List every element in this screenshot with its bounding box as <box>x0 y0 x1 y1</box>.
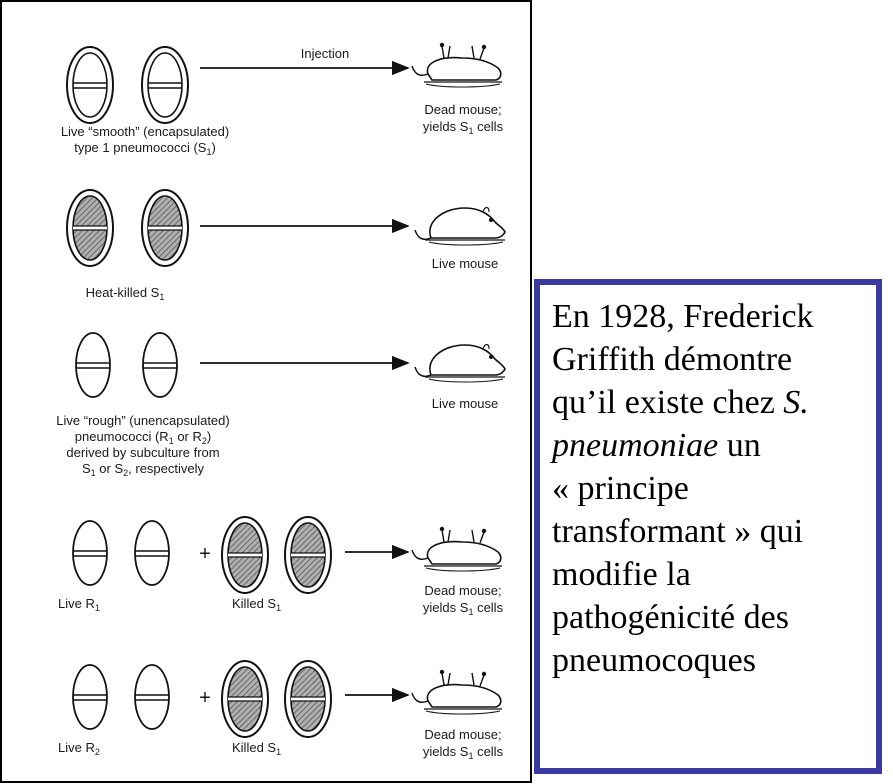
outcome-line: Live mouse <box>432 396 498 411</box>
caption-line: qu’il existe chez S. <box>552 381 868 424</box>
sample-label: type 1 pneumococci (S1) <box>74 140 216 157</box>
rough-cell <box>76 333 110 397</box>
outcome-line: Live mouse <box>432 256 498 271</box>
killed-cell <box>222 517 268 593</box>
rough-cell <box>135 521 169 585</box>
killed-label: Killed S1 <box>232 740 281 757</box>
killed-cell <box>285 517 331 593</box>
rough-cell <box>143 333 177 397</box>
outcome-line: yields S1 cells <box>423 744 504 761</box>
injection-label: Injection <box>301 46 349 61</box>
outcome-line: Dead mouse; <box>424 727 501 742</box>
rough-cell <box>73 521 107 585</box>
sample-label: S1 or S2, respectively <box>82 461 205 478</box>
outcome-line: yields S1 cells <box>423 119 504 136</box>
sample-label: Live “smooth” (encapsulated) <box>61 124 229 139</box>
outcome-line: yields S1 cells <box>423 600 504 617</box>
sample-label: Heat-killed S1 <box>86 285 165 302</box>
killed-label: Killed S1 <box>232 596 281 613</box>
caption-line: Griffith démontre <box>552 338 868 381</box>
caption-line: En 1928, Frederick <box>552 295 868 338</box>
killed-cell <box>285 661 331 737</box>
killed-cell <box>222 661 268 737</box>
outcome-line: Dead mouse; <box>424 583 501 598</box>
live-label: Live R1 <box>58 596 100 613</box>
smooth-cell <box>142 47 188 123</box>
rough-cell <box>73 665 107 729</box>
rough-cell <box>135 665 169 729</box>
plus-sign: + <box>199 543 211 565</box>
caption-line: « principe <box>552 467 868 510</box>
live-label: Live R2 <box>58 740 100 757</box>
sample-label: pneumococci (R1 or R2) <box>75 429 211 446</box>
caption-line: pneumocoques <box>552 639 868 682</box>
caption-line: pneumoniae un <box>552 424 868 467</box>
caption-line: modifie la <box>552 553 868 596</box>
killed-cell <box>67 190 113 266</box>
killed-cell <box>142 190 188 266</box>
caption-line: pathogénicité des <box>552 596 868 639</box>
smooth-cell <box>67 47 113 123</box>
caption-line: transformant » qui <box>552 510 868 553</box>
plus-sign: + <box>199 687 211 709</box>
caption-box: En 1928, Frederick Griffith démontre qu’… <box>534 279 882 774</box>
sample-label: Live “rough” (unencapsulated) <box>56 413 229 428</box>
outcome-line: Dead mouse; <box>424 102 501 117</box>
sample-label: derived by subculture from <box>66 445 219 460</box>
